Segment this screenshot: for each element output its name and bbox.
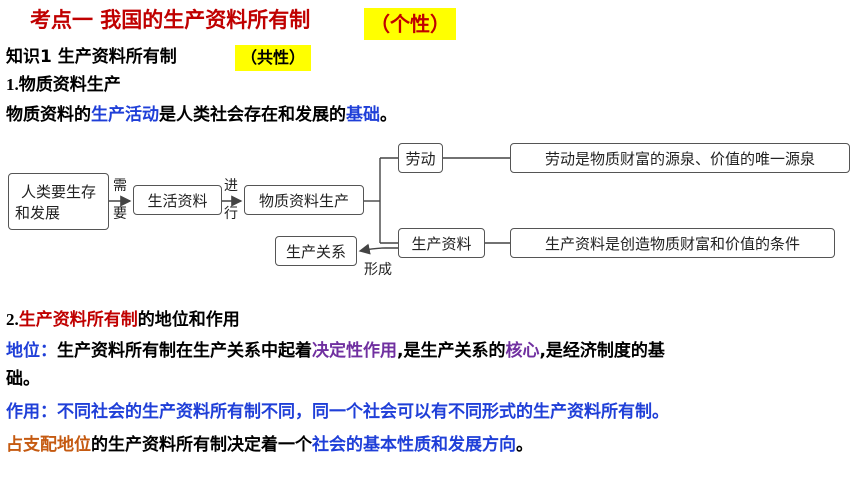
section-2-rest: 的地位和作用 <box>137 310 240 330</box>
label-need: 需 要 <box>113 176 127 224</box>
paragraph-dominant: 占支配地位的生产资料所有制决定着一个社会的基本性质和发展方向。 <box>6 431 533 459</box>
section-2-number: 2. <box>6 310 19 329</box>
box-means-of-production: 生产资料 <box>398 228 485 258</box>
box-material-production: 物质资料生产 <box>244 185 364 215</box>
label-proceed-2: 行 <box>224 206 238 222</box>
box-living-materials: 生活资料 <box>133 185 222 215</box>
para1-em-basis: 基础 <box>346 105 380 125</box>
position-pre: 生产资料所有制在生产关系中起着 <box>57 341 312 361</box>
section-1-title: 物质资料生产 <box>18 75 121 95</box>
para1-em-production-activity: 生产活动 <box>91 105 159 125</box>
dominant-em-position: 占支配地位 <box>6 435 91 455</box>
box-means-description: 生产资料是创造物质财富和价值的条件 <box>510 228 835 258</box>
label-proceed-1: 进 <box>224 178 238 194</box>
box-labor: 劳动 <box>398 143 443 173</box>
label-need-2: 要 <box>113 206 127 222</box>
position-end-line1: ,是经济制度的基 <box>539 341 665 361</box>
section-1-number: 1. <box>6 75 19 94</box>
knowledge-1-highlight: （共性） <box>235 45 312 71</box>
para1-pre: 物质资料的 <box>6 105 91 125</box>
label-need-1: 需 <box>113 178 127 194</box>
label-form: 形成 <box>364 262 392 278</box>
box-human-line2: 和发展 <box>15 203 61 222</box>
position-label: 地位： <box>6 341 57 361</box>
box-production-relations: 生产关系 <box>275 236 357 266</box>
dominant-em-nature: 社会的基本性质和发展方向 <box>312 435 516 455</box>
para1-mid: 是人类社会存在和发展的 <box>159 105 346 125</box>
label-proceed: 进 行 <box>224 176 238 224</box>
paragraph-position-cont: 础。 <box>6 369 40 389</box>
dominant-end: 。 <box>516 435 533 455</box>
position-mid: ,是生产关系的 <box>397 341 506 361</box>
section-2-heading: 2.生产资料所有制的地位和作用 <box>6 306 240 334</box>
page-title: 考点一 我国的生产资料所有制 <box>30 8 311 32</box>
diagram-connectors <box>109 157 510 255</box>
para1-end: 。 <box>380 105 397 125</box>
production-diagram: 人类要生存 和发展 需 要 生活资料 进 行 物质资料生产 劳动 劳动是物质财富… <box>0 138 860 288</box>
position-em-core: 核心 <box>505 341 540 361</box>
box-human-needs: 人类要生存 和发展 <box>8 173 109 230</box>
box-human-line1: 人类要生存 <box>20 182 96 201</box>
title-highlight: （个性） <box>364 8 456 40</box>
paragraph-production: 物质资料的生产活动是人类社会存在和发展的基础。 <box>6 101 397 129</box>
paragraph-position: 地位：生产资料所有制在生产关系中起着决定性作用,是生产关系的核心,是经济制度的基 <box>6 337 665 365</box>
box-labor-description: 劳动是物质财富的源泉、价值的唯一源泉 <box>510 143 850 173</box>
section-1-heading: 1.物质资料生产 <box>6 72 121 98</box>
section-2-em: 生产资料所有制 <box>18 310 138 330</box>
knowledge-1-heading: 知识1 生产资料所有制 <box>6 47 177 67</box>
position-em-decisive: 决定性作用 <box>312 341 397 361</box>
paragraph-role: 作用：不同社会的生产资料所有制不同，同一个社会可以有不同形式的生产资料所有制。 <box>6 402 669 422</box>
dominant-mid: 的生产资料所有制决定着一个 <box>91 435 312 455</box>
